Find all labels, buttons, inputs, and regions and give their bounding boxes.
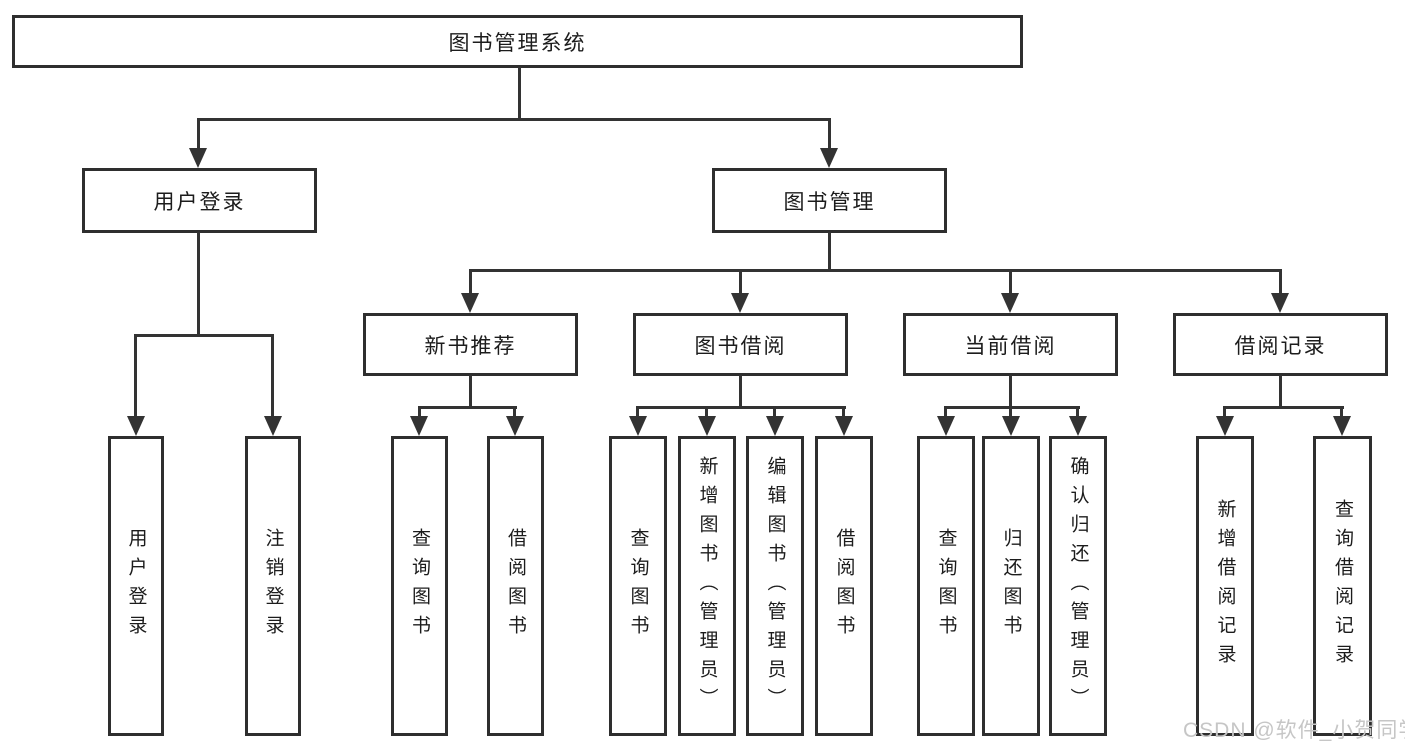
- leaf-query-books-recommend: 查询图书: [391, 436, 448, 736]
- connector-drop-book-borrow: [739, 269, 742, 297]
- connector-drop-edit-book-admin: [773, 406, 776, 420]
- connector-book-borrow-rail: [636, 406, 846, 409]
- leaf-query-books-current-label: 查询图书: [935, 528, 957, 644]
- node-new-book-recommend: 新书推荐: [363, 313, 578, 376]
- connector-book-management-stem: [828, 232, 831, 272]
- connector-drop-query-borrow-record: [1340, 406, 1343, 420]
- leaf-confirm-return-admin-label: 确认归还（管理员）: [1067, 455, 1089, 717]
- arrowhead-add-borrow-record: [1216, 416, 1234, 436]
- connector-drop-user-login: [197, 118, 200, 152]
- connector-drop-query-books-current: [944, 406, 947, 420]
- arrowhead-query-books-recommend: [410, 416, 428, 436]
- connector-borrow-records-stem: [1279, 375, 1282, 409]
- arrowhead-book-borrow: [731, 293, 749, 313]
- arrowhead-return-books: [1002, 416, 1020, 436]
- arrowhead-confirm-return-admin: [1069, 416, 1087, 436]
- csdn-watermark: CSDN @软件_小贺同学: [1183, 719, 1405, 742]
- connector-current-borrow-rail: [944, 406, 1080, 409]
- node-book-management-label: 图书管理: [783, 190, 876, 214]
- arrowhead-new-book-recommend: [461, 293, 479, 313]
- arrowhead-borrow-records: [1271, 293, 1289, 313]
- leaf-borrow-books-borrow-label: 借阅图书: [833, 528, 855, 644]
- connector-drop-book-management: [828, 118, 831, 152]
- leaf-query-borrow-record: 查询借阅记录: [1313, 436, 1372, 736]
- connector-drop-borrow-books-borrow: [842, 406, 845, 420]
- arrowhead-query-borrow-record: [1333, 416, 1351, 436]
- node-user-login-label: 用户登录: [153, 190, 246, 214]
- connector-new-book-recommend-stem: [469, 375, 472, 409]
- connector-drop-leaf-logout: [271, 334, 274, 420]
- leaf-add-book-admin: 新增图书（管理员）: [678, 436, 736, 736]
- leaf-borrow-books-recommend-label: 借阅图书: [505, 528, 526, 644]
- arrowhead-query-books-borrow: [629, 416, 647, 436]
- leaf-borrow-books-borrow: 借阅图书: [815, 436, 873, 736]
- connector-drop-borrow-records: [1279, 269, 1282, 297]
- node-current-borrow-label: 当前借阅: [964, 334, 1057, 358]
- arrowhead-borrow-books-borrow: [835, 416, 853, 436]
- node-current-borrow: 当前借阅: [903, 313, 1118, 376]
- leaf-add-borrow-record-label: 新增借阅记录: [1214, 499, 1236, 673]
- leaf-return-books-label: 归还图书: [1000, 528, 1022, 644]
- leaf-add-borrow-record: 新增借阅记录: [1196, 436, 1254, 736]
- connector-drop-new-book-recommend: [469, 269, 472, 297]
- arrowhead-add-book-admin: [698, 416, 716, 436]
- connector-drop-borrow-books-recommend: [513, 406, 516, 420]
- leaf-add-book-admin-label: 新增图书（管理员）: [696, 455, 718, 717]
- node-book-borrow-label: 图书借阅: [694, 334, 787, 358]
- arrowhead-user-login: [189, 148, 207, 168]
- leaf-confirm-return-admin: 确认归还（管理员）: [1049, 436, 1107, 736]
- connector-root-stem: [518, 67, 521, 119]
- leaf-user-login: 用户登录: [108, 436, 164, 736]
- node-borrow-records-label: 借阅记录: [1234, 334, 1327, 358]
- connector-drop-current-borrow: [1009, 269, 1012, 297]
- node-borrow-records: 借阅记录: [1173, 313, 1388, 376]
- connector-user-login-rail: [134, 334, 274, 337]
- connector-new-book-recommend-rail: [418, 406, 517, 409]
- connector-borrow-records-rail: [1223, 406, 1344, 409]
- arrowhead-query-books-current: [937, 416, 955, 436]
- leaf-query-books-borrow: 查询图书: [609, 436, 667, 736]
- connector-drop-return-books: [1009, 406, 1012, 420]
- connector-current-borrow-stem: [1009, 375, 1012, 409]
- leaf-query-borrow-record-label: 查询借阅记录: [1332, 499, 1353, 673]
- leaf-query-books-borrow-label: 查询图书: [627, 528, 649, 644]
- node-root-label: 图书管理系统: [448, 31, 587, 55]
- connector-level1-rail: [197, 118, 831, 121]
- arrowhead-current-borrow: [1001, 293, 1019, 313]
- connector-level2-rail: [469, 269, 1282, 272]
- node-new-book-recommend-label: 新书推荐: [424, 334, 517, 358]
- connector-drop-leaf-user-login: [134, 334, 137, 420]
- connector-user-login-stem: [197, 232, 200, 336]
- connector-drop-query-books-recommend: [418, 406, 421, 420]
- node-user-login: 用户登录: [82, 168, 317, 233]
- connector-book-borrow-stem: [739, 375, 742, 409]
- leaf-logout-label: 注销登录: [262, 528, 284, 644]
- node-book-borrow: 图书借阅: [633, 313, 848, 376]
- arrowhead-edit-book-admin: [766, 416, 784, 436]
- arrowhead-book-management: [820, 148, 838, 168]
- arrowhead-borrow-books-recommend: [506, 416, 524, 436]
- arrowhead-leaf-user-login: [127, 416, 145, 436]
- node-root: 图书管理系统: [12, 15, 1023, 68]
- leaf-edit-book-admin-label: 编辑图书（管理员）: [764, 455, 786, 717]
- connector-drop-confirm-return-admin: [1076, 406, 1079, 420]
- leaf-query-books-recommend-label: 查询图书: [409, 528, 430, 644]
- leaf-return-books: 归还图书: [982, 436, 1040, 736]
- connector-drop-add-book-admin: [705, 406, 708, 420]
- arrowhead-leaf-logout: [264, 416, 282, 436]
- leaf-user-login-label: 用户登录: [125, 528, 147, 644]
- leaf-borrow-books-recommend: 借阅图书: [487, 436, 544, 736]
- leaf-edit-book-admin: 编辑图书（管理员）: [746, 436, 804, 736]
- connector-drop-add-borrow-record: [1223, 406, 1226, 420]
- leaf-query-books-current: 查询图书: [917, 436, 975, 736]
- leaf-logout: 注销登录: [245, 436, 301, 736]
- connector-drop-query-books-borrow: [636, 406, 639, 420]
- node-book-management: 图书管理: [712, 168, 947, 233]
